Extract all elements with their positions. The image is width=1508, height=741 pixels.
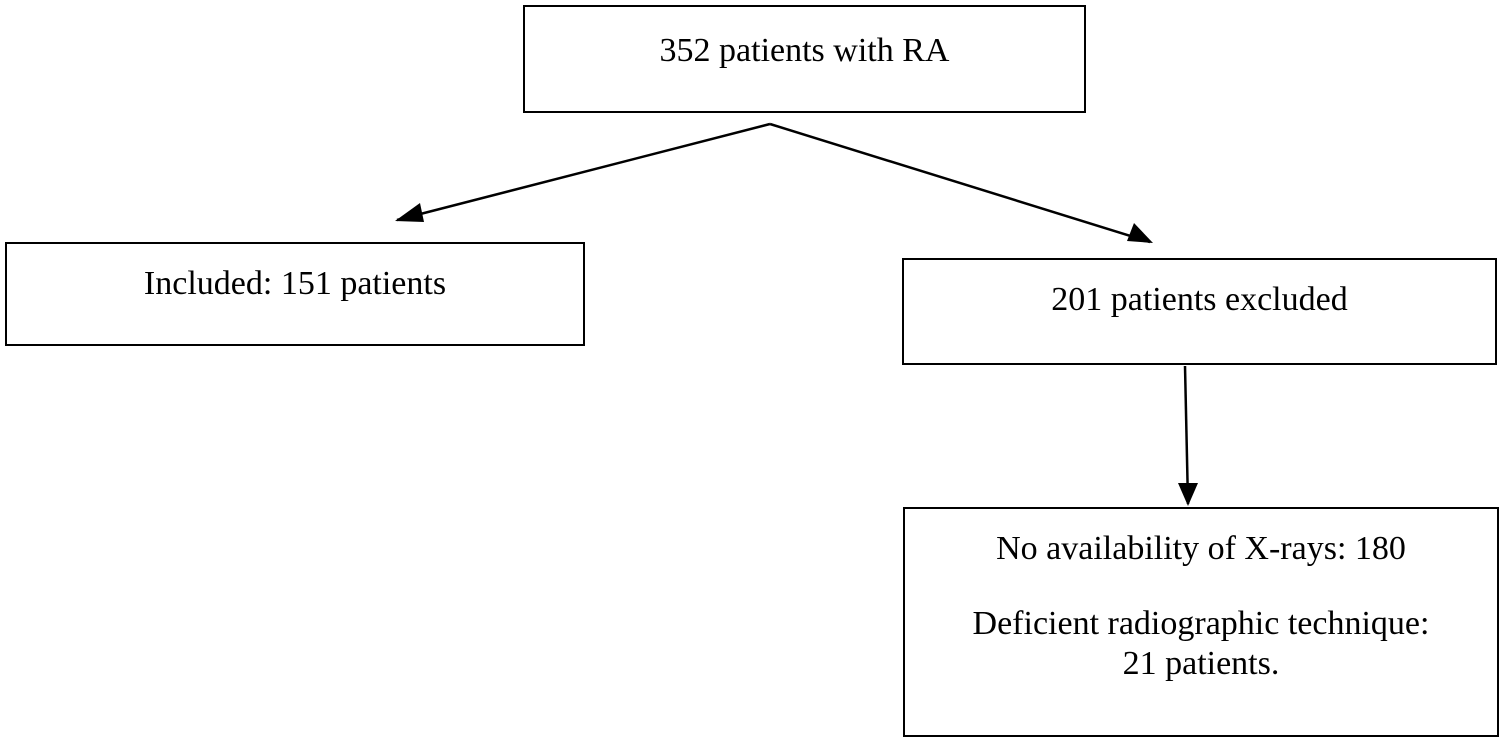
reason-no-xrays: No availability of X-rays: 180 bbox=[996, 530, 1406, 567]
node-all-patients-label: 352 patients with RA bbox=[659, 32, 950, 69]
node-excluded: 201 patients excluded bbox=[902, 258, 1497, 365]
arrowhead-reasons bbox=[1178, 483, 1198, 506]
arrow-root-to-included bbox=[396, 122, 771, 222]
reason-deficient-technique: Deficient radiographic technique: bbox=[972, 605, 1430, 642]
arrow-excluded-to-reasons bbox=[1183, 365, 1190, 505]
node-exclusion-reasons: No availability of X-rays: 180 Deficient… bbox=[903, 507, 1499, 737]
arrowhead-excluded bbox=[1127, 223, 1153, 243]
node-included: Included: 151 patients bbox=[5, 242, 585, 346]
reason-deficient-technique-count: 21 patients. bbox=[1122, 645, 1280, 682]
arrow-root-to-excluded bbox=[769, 122, 1151, 244]
arrowhead-included bbox=[395, 203, 424, 222]
node-all-patients: 352 patients with RA bbox=[523, 5, 1086, 113]
node-included-label: Included: 151 patients bbox=[143, 265, 447, 302]
node-excluded-label: 201 patients excluded bbox=[1051, 281, 1348, 318]
reason-spacer bbox=[905, 569, 1497, 604]
